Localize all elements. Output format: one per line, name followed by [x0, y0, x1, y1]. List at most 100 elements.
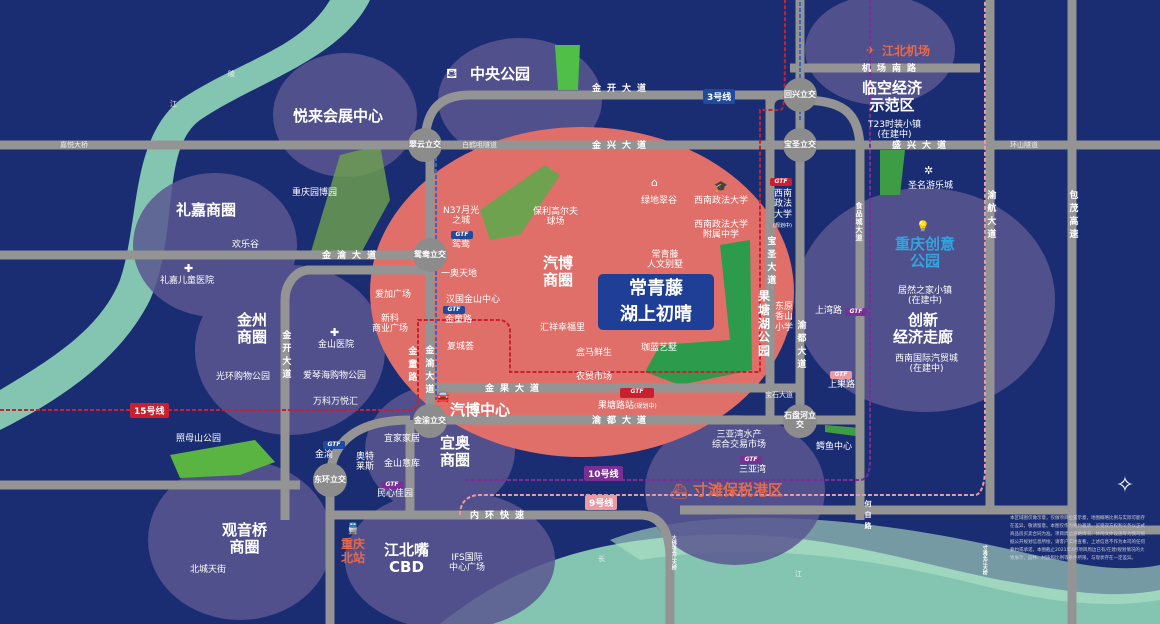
district-zhongyang: 中央公园 [470, 65, 531, 83]
poi-baoli-2: 球场 [546, 217, 565, 228]
district-guanyinqiao-1: 观音桥 [222, 521, 268, 539]
station-sanyawan[interactable]: 三亚湾 [739, 465, 767, 475]
station-jintong[interactable]: 金童路 [445, 315, 473, 325]
poi-aote-2: 莱斯 [356, 462, 375, 473]
district-yiao-1: 宜奥 [440, 434, 471, 452]
poi-aiqinhai: 爱琴海购物公园 [303, 371, 367, 381]
lightbulb-icon: 💡 [916, 220, 930, 233]
poi-baoli-golf: 保利高尔夫球场 [533, 207, 578, 228]
district-jinzhou-1: 金州 [237, 311, 268, 329]
district-lijia: 礼嘉商圈 [176, 201, 237, 219]
district-guanyinqiao: 观音桥商圈 [222, 521, 268, 557]
station-icon-shanghai: GTF [845, 308, 867, 316]
metro-lines [0, 0, 986, 516]
poi-n37-1: N37月光 [443, 206, 480, 216]
station-icon-jinyu: GTF [323, 441, 345, 449]
poi-ifs-2: 中心广场 [449, 563, 486, 574]
poi-xizheng-high: 西南政法大学附属中学 [694, 220, 748, 241]
train-icon: 🚆 [346, 522, 360, 535]
district-qibo-1: 汽博 [543, 254, 574, 272]
interchange-baosheng: 宝圣立交 [783, 128, 817, 162]
parks [170, 45, 905, 478]
district-cuntan: 寸滩保税港区 [693, 481, 784, 499]
ship-icon: ⛴ [670, 484, 688, 500]
poi-guanghuan: 光环购物公园 [216, 372, 271, 382]
hospital-icon: ✚ [330, 326, 340, 339]
poi-ifs-1: IFS国际 [451, 553, 483, 563]
poi-nongmao: 农贸市场 [576, 372, 613, 382]
river-label-1: 陵 [228, 70, 235, 78]
road-label-baoshi: 宝石大道 [765, 391, 793, 399]
station-icon-minxin: GTF [381, 481, 403, 489]
poi-xinke-2: 商业广场 [372, 324, 409, 335]
poi-jinshan-yiku: 金山意库 [384, 459, 421, 469]
poi-jurzan: 居然之家小镇(在建中) [898, 286, 952, 307]
poi-aote: 奥特莱斯 [356, 452, 374, 473]
river-yangtze [440, 534, 1160, 624]
district-linkong-2: 示范区 [869, 96, 915, 115]
district-linkong-1: 临空经济 [862, 79, 923, 97]
road-label-jiayue-bridge: 嘉悦大桥 [60, 141, 88, 149]
poi-aijia: 爱加广场 [375, 290, 412, 300]
district-yuelai: 悦来会展中心 [293, 107, 384, 125]
road-label-dafosi: 大佛寺长江大桥 [670, 535, 677, 570]
road-label-jinkai-v: 金开大道 [280, 330, 291, 382]
district-qibo-center: 汽博中心 [450, 401, 511, 419]
district-chuangxin: 创新经济走廊 [893, 311, 953, 347]
district-jiangbeizui-1: 江北嘴 [384, 541, 430, 559]
poi-n37-2: 之城 [452, 216, 471, 227]
station-xizheng[interactable]: 西南政法大学 [773, 189, 792, 220]
station-guotang-name: 果塘路站 [598, 401, 635, 411]
road-label-jinxing: 金兴大道 [592, 141, 653, 151]
poi-zhaomushan: 照母山公园 [176, 434, 222, 444]
poi-dongyuan-3: 小学 [775, 322, 794, 333]
district-guanyinqiao-2: 商圈 [229, 538, 260, 557]
disclaimer-text: 本区域图仅做示意，仅做项目位置示意，地图概略比例与实际可能存在差异，敬请留意。本… [1010, 516, 1145, 562]
graduation-cap-icon: 🎓 [714, 180, 728, 193]
road-label-baosheng: 宝圣大道 [765, 236, 776, 288]
river-jialing [0, 0, 370, 430]
poi-sanyawan-1: 三亚湾水产 [716, 430, 762, 440]
station-icon-guotang: GTF [620, 388, 654, 398]
poi-shengming: 圣名游乐城 [908, 181, 954, 191]
poi-lvdi: 绿地翠谷 [641, 196, 678, 206]
station-guotang[interactable]: 果塘路站(规划中) [598, 401, 657, 411]
poi-t23-2: (在建中) [877, 130, 912, 141]
park-char: 园 [758, 344, 771, 359]
station-shangguo[interactable]: 上果路 [828, 380, 856, 390]
interchange-shipanhe: 石盘河立交 [783, 404, 817, 438]
district-jinzhou-2: 商圈 [237, 328, 268, 347]
road-label-jichang-south: 机场南路 [862, 64, 923, 74]
poi-xinke: 新科商业广场 [372, 314, 408, 335]
station-shanghai[interactable]: 上湾路 [815, 306, 843, 316]
car-icon: 🚘 [436, 390, 450, 403]
station-jinyu[interactable]: 金渝 [315, 450, 334, 460]
district-yiao: 宜奥商圈 [440, 434, 471, 470]
station-icon-yuanyang: GTF [451, 231, 473, 239]
poi-t23: T23时装小镇(在建中) [868, 120, 921, 141]
poi-beicheng: 北城天街 [190, 565, 227, 575]
district-jiangbeizui-2: CBD [389, 558, 424, 577]
poi-baoli-1: 保利高尔夫 [533, 207, 579, 217]
poi-xizheng-high-2: 附属中学 [703, 230, 740, 241]
poi-jialan: 珈蓝艺墅 [641, 343, 678, 353]
airplane-icon: ✈ [866, 44, 876, 57]
poi-t23-1: T23时装小镇 [868, 120, 921, 130]
poi-jinshan-hospital: 金山医院 [318, 340, 355, 350]
poi-aote-1: 奥特 [356, 452, 375, 462]
poi-dongyuan-1: 东原 [775, 302, 794, 312]
station-guotang-note: (规划中) [634, 403, 657, 410]
road-label-jinyu-h: 金渝大道 [322, 251, 383, 261]
project-label[interactable]: 常青藤湖上初晴 [598, 274, 714, 330]
poi-sanyawan-2: 综合交易市场 [712, 440, 767, 451]
poi-xinke-1: 新科 [381, 314, 400, 324]
interchange-yuanyang: 鸳鸯立交 [413, 238, 447, 272]
station-minxin[interactable]: 民心佳园 [377, 489, 414, 499]
north-station-1: 重庆 [341, 537, 366, 551]
park-char: 果 [758, 289, 771, 303]
road-label-jintong: 金童路 [406, 346, 417, 385]
river-label-3: 长 [598, 555, 605, 563]
station-yuanyang[interactable]: 鸳鸯 [452, 240, 471, 250]
